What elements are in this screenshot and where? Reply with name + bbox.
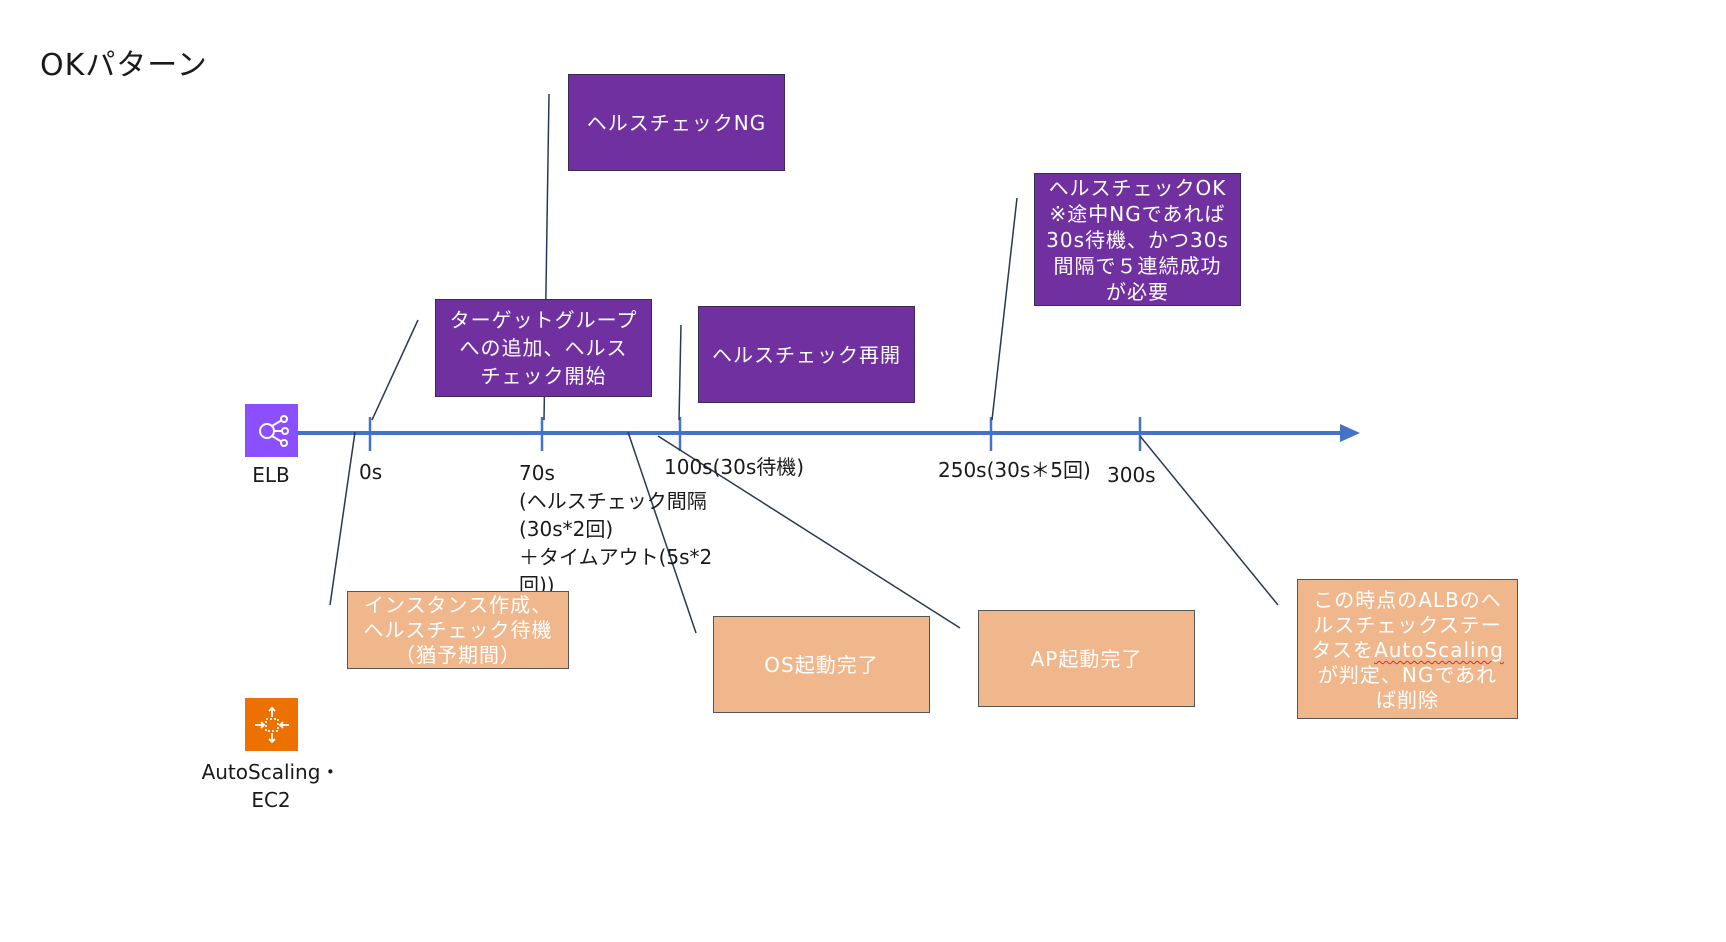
final-judge-text-2: が判定、NGであれ ば削除 [1317,663,1498,712]
final-judge-box: この時点のALBのヘ ルスチェックステー タスをAutoScaling が判定、… [1297,579,1518,719]
os-boot-box: OS起動完了 [713,616,930,713]
autoscaling-label: AutoScaling・ EC2 [201,760,341,812]
connector-instance-create [329,431,356,606]
elb-icon [245,404,298,457]
page-title: OKパターン [40,48,208,83]
connector-healthcheck-resume [678,324,682,421]
elb-glyph [258,414,289,447]
elb-label: ELB [252,463,290,487]
tick-label-300s: 300s [1107,463,1156,487]
tick-label-250s: 250s(30s＊5回) [938,458,1091,482]
instance-create-box: インスタンス作成、 ヘルスチェック待機 （猶予期間） [347,591,569,669]
connector-ap-boot [657,435,961,629]
connector-healthcheck-ok [991,197,1018,421]
ap-boot-box: AP起動完了 [978,610,1195,707]
connector-os-boot [627,431,697,634]
timeline-arrowhead [1340,424,1360,442]
final-judge-text-1: この時点のALBのヘ ルスチェックステー タスを [1311,588,1502,662]
autoscaling-glyph [254,706,289,743]
healthcheck-ok-box: ヘルスチェックOK ※途中NGであれば 30s待機、かつ30s 間隔で５連続成功… [1034,173,1241,306]
connector-target-group [371,319,419,421]
autoscaling-icon [245,698,298,751]
target-group-box: ターゲットグループ への追加、ヘルス チェック開始 [435,299,652,397]
healthcheck-ng-box: ヘルスチェックNG [568,74,785,171]
tick-label-100s: 100s(30s待機) [664,455,805,479]
healthcheck-resume-box: ヘルスチェック再開 [698,306,915,403]
connector-final-judge [1139,435,1279,606]
tick-label-0s: 0s [359,460,383,484]
autoscaling-term: AutoScaling [1374,638,1504,662]
